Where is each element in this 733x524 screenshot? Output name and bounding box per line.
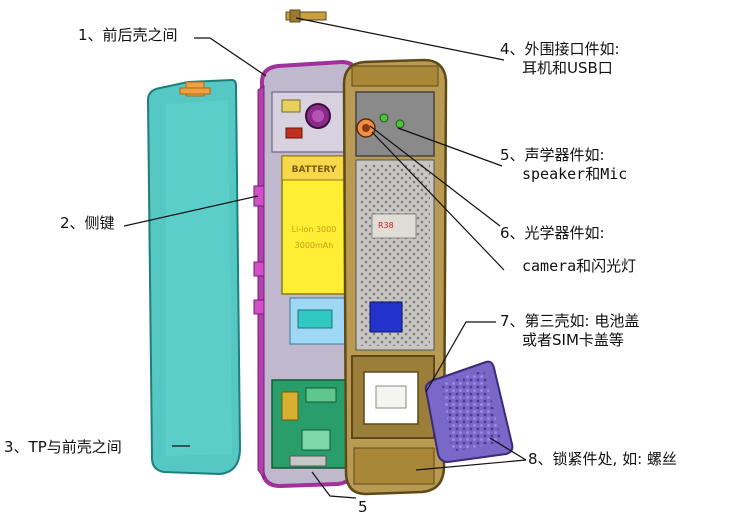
touch-panel [146, 78, 242, 476]
label-3: 3、TP与前壳之间 [4, 438, 122, 457]
label-5: 5、声学器件如: speaker和Mic [500, 146, 627, 184]
label-4-line1: 4、外围接口件如: [500, 40, 620, 58]
label-7-line2: 或者SIM卡盖等 [522, 330, 624, 349]
model-label: R38 [378, 221, 394, 230]
label-6: 6、光学器件如: camera和闪光灯 [500, 224, 636, 276]
battery-text-1: Li-ion 3000 [292, 225, 337, 234]
label-5-bottom-text: 5 [358, 498, 368, 516]
label-7: 7、第三壳如: 电池盖 或者SIM卡盖等 [500, 312, 639, 350]
label-5-line1: 5、声学器件如: [500, 146, 605, 164]
label-5-bottom: 5 [358, 498, 368, 517]
battery-label: BATTERY [292, 165, 337, 175]
label-3-text: 3、TP与前壳之间 [4, 438, 122, 456]
label-1-text: 1、前后壳之间 [78, 26, 178, 44]
label-7-line1: 7、第三壳如: 电池盖 [500, 312, 640, 330]
label-1: 1、前后壳之间 [78, 26, 178, 45]
label-6-line1: 6、光学器件如: [500, 224, 605, 242]
label-8: 8、锁紧件处, 如: 螺丝 [528, 450, 677, 469]
back-cover: R38 [342, 58, 448, 496]
label-8-text: 8、锁紧件处, 如: 螺丝 [528, 450, 677, 468]
label-4: 4、外围接口件如: 耳机和USB口 [500, 40, 620, 78]
leader-lines [123, 17, 527, 499]
front-frame: BATTERY Li-ion 3000 3000mAh [253, 59, 358, 489]
label-4-line2: 耳机和USB口 [522, 58, 613, 77]
battery-cover-plate [424, 360, 514, 464]
label-2: 2、侧键 [60, 214, 115, 233]
label-6-line2: camera和闪光灯 [522, 256, 637, 275]
label-5-line2: speaker和Mic [522, 164, 628, 183]
battery-text-2: 3000mAh [295, 241, 334, 250]
label-2-text: 2、侧键 [60, 214, 115, 232]
